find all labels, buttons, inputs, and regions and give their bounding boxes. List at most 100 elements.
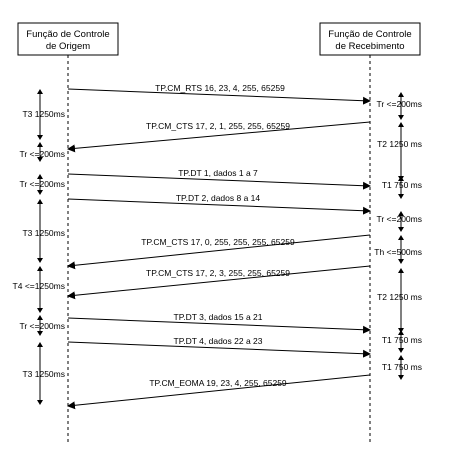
right-timer-arrowhead-down (398, 194, 404, 199)
left-timer-arrow (37, 89, 43, 140)
message-arrow (67, 234, 371, 270)
participant-receiver-line2: de Recebimento (335, 41, 404, 52)
right-timer-label: T1 750 ms (382, 180, 422, 190)
message-8: TP.DT 4, dados 22 a 23 (67, 336, 371, 358)
message-arrow (67, 341, 371, 358)
right-timer-6: T2 1250 ms (377, 268, 422, 333)
message-label: TP.DT 1, dados 1 a 7 (178, 168, 258, 178)
left-timer-label: T4 <=1250ms (13, 281, 65, 291)
left-timer-arrowhead-down (37, 135, 43, 140)
left-timer-arrowhead-down (37, 190, 43, 195)
message-4: TP.DT 2, dados 8 a 14 (67, 193, 371, 215)
right-timer-label: T2 1250 ms (377, 292, 422, 302)
right-timer-arrow (398, 355, 404, 380)
right-timer-arrowhead-up (398, 122, 404, 127)
right-timer-2: T2 1250 ms (377, 122, 422, 181)
message-label: TP.DT 3, dados 15 a 21 (174, 312, 263, 322)
right-timer-arrow (398, 330, 404, 353)
left-timer-arrowhead-up (37, 174, 43, 179)
message-label: TP.CM_CTS 17, 2, 1, 255, 255, 65259 (146, 121, 290, 131)
left-timer-label: T3 1250ms (22, 369, 65, 379)
left-timer-1: T3 1250ms (22, 89, 65, 140)
message-arrow (67, 198, 371, 215)
right-timer-3: T1 750 ms (382, 176, 422, 199)
left-timer-arrow (37, 266, 43, 313)
message-arrow (67, 317, 371, 334)
message-9: TP.CM_EOMA 19, 23, 4, 255, 65259 (67, 374, 371, 410)
message-5: TP.CM_CTS 17, 0, 255, 255, 255, 65259 (67, 234, 371, 270)
message-3: TP.DT 1, dados 1 a 7 (67, 168, 371, 190)
right-timer-arrow (398, 92, 404, 120)
left-timer-label: Tr <=200ms (19, 321, 65, 331)
right-timer-arrow (398, 176, 404, 199)
right-timer-arrowhead-up (398, 176, 404, 181)
left-timer-arrow (37, 174, 43, 195)
message-arrow (67, 265, 371, 300)
participant-origin-line2: de Origem (46, 41, 90, 52)
left-timer-3: Tr <=200ms (19, 174, 65, 195)
right-timer-4: Tr <=200ms (376, 211, 422, 232)
right-timer-arrow (398, 211, 404, 232)
left-timer-arrowhead-up (37, 266, 43, 271)
left-timer-label: T3 1250ms (22, 228, 65, 238)
right-timer-arrowhead-down (398, 227, 404, 232)
left-timer-arrowhead-down (37, 400, 43, 405)
left-timer-arrowhead-up (37, 342, 43, 347)
messages-layer: TP.CM_RTS 16, 23, 4, 255, 65259TP.CM_CTS… (67, 83, 371, 410)
right-timer-arrowhead-up (398, 330, 404, 335)
participant-box-origin: Função de Controle de Origem (17, 22, 119, 56)
right-timer-8: T1 750 ms (382, 355, 422, 380)
left-timer-5: T4 <=1250ms (13, 266, 65, 313)
right-timer-arrow (398, 235, 404, 264)
right-timer-arrowhead-down (398, 115, 404, 120)
right-timer-arrowhead-up (398, 355, 404, 360)
message-arrow (67, 121, 371, 153)
left-timer-7: T3 1250ms (22, 342, 65, 405)
right-timer-label: T1 750 ms (382, 362, 422, 372)
message-2: TP.CM_CTS 17, 2, 1, 255, 255, 65259 (67, 121, 371, 153)
right-timer-arrowhead-up (398, 235, 404, 240)
left-timer-arrow (37, 142, 43, 162)
right-timer-5: Th <=500ms (374, 235, 422, 264)
right-timer-1: Tr <=200ms (376, 92, 422, 120)
right-timer-arrowhead-up (398, 92, 404, 97)
message-7: TP.DT 3, dados 15 a 21 (67, 312, 371, 334)
message-label: TP.DT 2, dados 8 a 14 (176, 193, 261, 203)
right-timer-arrowhead-down (398, 348, 404, 353)
right-timer-label: T2 1250 ms (377, 139, 422, 149)
left-timer-label: T3 1250ms (22, 109, 65, 119)
message-label: TP.CM_CTS 17, 0, 255, 255, 255, 65259 (141, 237, 295, 247)
right-timer-label: Th <=500ms (374, 247, 422, 257)
left-timer-label: Tr <=200ms (19, 179, 65, 189)
participant-box-receiver: Função de Controle de Recebimento (319, 22, 421, 56)
participant-origin-line1: Função de Controle (26, 29, 109, 40)
right-timer-arrow (398, 122, 404, 181)
left-timer-arrowhead-down (37, 157, 43, 162)
message-label: TP.CM_EOMA 19, 23, 4, 255, 65259 (149, 378, 287, 388)
right-timer-arrowhead-up (398, 268, 404, 273)
message-label: TP.CM_RTS 16, 23, 4, 255, 65259 (155, 83, 285, 93)
left-timer-arrow (37, 342, 43, 405)
left-timer-arrowhead-up (37, 89, 43, 94)
right-timer-label: Tr <=200ms (376, 99, 422, 109)
left-timer-label: Tr <=200ms (19, 149, 65, 159)
message-arrow (67, 374, 371, 410)
right-timer-arrowhead-up (398, 211, 404, 216)
message-arrow (67, 173, 371, 190)
left-timer-arrowhead-down (37, 258, 43, 263)
message-6: TP.CM_CTS 17, 2, 3, 255, 255, 65259 (67, 265, 371, 300)
right-timer-arrowhead-down (398, 259, 404, 264)
left-timer-arrowhead-up (37, 199, 43, 204)
message-label: TP.DT 4, dados 22 a 23 (174, 336, 263, 346)
right-timer-7: T1 750 ms (382, 330, 422, 353)
left-timer-6: Tr <=200ms (19, 315, 65, 336)
message-label: TP.CM_CTS 17, 2, 3, 255, 255, 65259 (146, 268, 290, 278)
message-arrow (67, 88, 371, 105)
participant-receiver-line1: Função de Controle (328, 29, 411, 40)
left-timer-arrowhead-down (37, 331, 43, 336)
message-1: TP.CM_RTS 16, 23, 4, 255, 65259 (67, 83, 371, 105)
left-timer-arrow (37, 199, 43, 263)
